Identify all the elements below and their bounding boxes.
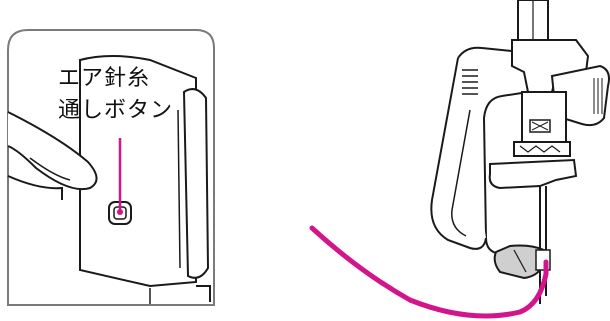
callout-label-line1: エア針糸 xyxy=(58,66,150,92)
callout-label-line2: 通しボタン xyxy=(58,98,173,124)
presser-foot-icon xyxy=(431,40,609,278)
machine-body xyxy=(80,56,210,304)
